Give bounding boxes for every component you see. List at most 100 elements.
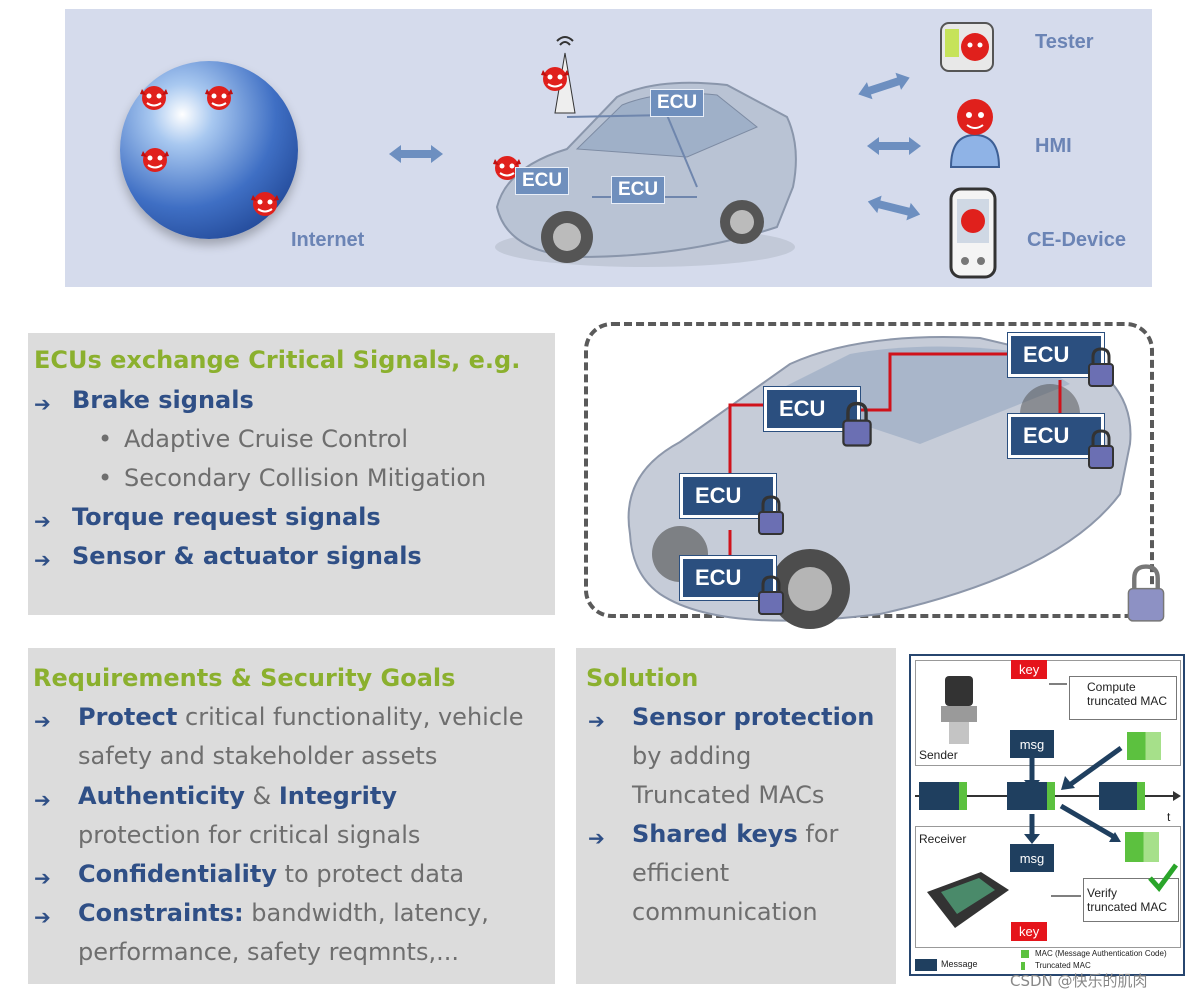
shared-line-2: efficient [632, 859, 730, 887]
ecu-label: ECU [515, 167, 570, 195]
threat-banner: Internet ECU ECU ECU Tester HMI CE-Devic… [65, 9, 1152, 287]
devil-icon [141, 148, 169, 172]
tester-device-icon [940, 22, 994, 72]
integrity-keyword: Integrity [278, 782, 397, 810]
devil-icon [493, 156, 521, 180]
protect-keyword: Protect [78, 703, 178, 731]
watermark: CSDN @快乐的肌肉 [1010, 972, 1148, 990]
signals-title: ECUs exchange Critical Signals, e.g. [34, 346, 521, 374]
lock-icon [842, 401, 872, 447]
double-arrow-icon [867, 137, 921, 155]
protect-line-2: safety and stakeholder assets [78, 742, 438, 770]
hmi-person-icon [949, 99, 1001, 168]
devil-icon [541, 67, 569, 91]
devil-icon [140, 86, 168, 110]
shared-keys-line: Shared keys for [632, 820, 838, 848]
arrow-bullet-icon: ➔ [34, 392, 51, 416]
legend-trunc: Truncated MAC [1035, 961, 1091, 970]
adaptive-cruise-control: Adaptive Cruise Control [124, 425, 409, 453]
key-top: key [1011, 660, 1048, 679]
sub-bullet: • [98, 464, 113, 492]
sender-region [915, 660, 1181, 766]
verify-line-2: truncated MAC [1087, 900, 1168, 914]
constraints-text: bandwidth, latency, [251, 899, 489, 927]
shared-keys-text: for [805, 820, 839, 848]
authenticity-line-2: protection for critical signals [78, 821, 421, 849]
msg-bottom: msg [1010, 844, 1054, 872]
constraints-line-2: performance, safety reqmnts,... [78, 938, 459, 966]
ecu-label: ECU [650, 89, 705, 117]
ecu-board-image [927, 872, 1009, 928]
ecu-label: ECU [611, 176, 666, 204]
msg-top: msg [1010, 730, 1054, 758]
car-xray-image [627, 336, 1132, 629]
lock-icon [758, 495, 784, 535]
confidentiality-keyword: Confidentiality [78, 860, 277, 888]
mac-block-bottom [1125, 832, 1159, 862]
ce-device-icon [949, 187, 997, 279]
receiver-region [915, 826, 1181, 948]
arrow-bullet-icon: ➔ [588, 709, 605, 733]
arrow-bullet-icon: ➔ [34, 709, 51, 733]
arrow-bullet-icon: ➔ [588, 826, 605, 850]
verify-line-1: Verify [1087, 886, 1118, 900]
legend-message-swatch [915, 959, 937, 971]
compute-line-1: Compute [1087, 680, 1136, 694]
flow-arrows [1024, 683, 1123, 897]
lock-icon [1088, 347, 1114, 387]
key-bottom: key [1011, 922, 1048, 941]
signals-panel [28, 333, 555, 615]
shared-keys-keyword: Shared keys [632, 820, 798, 848]
legend-mac-swatch [1021, 950, 1029, 958]
sub-bullet: • [98, 425, 113, 453]
ecu-network-lines [728, 352, 1062, 560]
requirements-title: Requirements & Security Goals [33, 664, 456, 692]
checkmark-icon [1148, 863, 1179, 892]
secondary-collision-mitigation: Secondary Collision Mitigation [124, 464, 487, 492]
arrow-bullet-icon: ➔ [34, 905, 51, 929]
shared-line-3: communication [632, 898, 818, 926]
devil-icon [251, 192, 279, 216]
arrow-bullet-icon: ➔ [34, 788, 51, 812]
legend-trunc-swatch [1021, 962, 1025, 970]
sensor-line-3: Truncated MACs [632, 781, 825, 809]
arrow-bullet-icon: ➔ [34, 866, 51, 890]
double-arrow-icon [389, 145, 443, 163]
legend-mac: MAC (Message Authentication Code) [1035, 949, 1167, 958]
t-label: t [1167, 810, 1171, 824]
internet-label: Internet [291, 229, 365, 251]
protect-text: critical functionality, vehicle [185, 703, 524, 731]
legend-message: Message [941, 959, 978, 969]
authenticity-line: Authenticity & Integrity [78, 782, 397, 810]
mac-diagram: key Sender Compute truncated MAC msg t R… [909, 654, 1185, 976]
devil-icon [205, 86, 233, 110]
brake-signals: Brake signals [72, 386, 254, 414]
compute-box [1069, 676, 1177, 720]
constraints-line: Constraints: bandwidth, latency, [78, 899, 489, 927]
mac-block-top [1127, 732, 1161, 760]
hmi-label: HMI [1035, 135, 1072, 157]
car-image [495, 81, 797, 267]
double-arrow-icon [867, 195, 921, 221]
receiver-label: Receiver [919, 832, 967, 846]
sensor-actuator-signals: Sensor & actuator signals [72, 542, 422, 570]
constraints-keyword: Constraints: [78, 899, 244, 927]
sensor-image [941, 676, 977, 744]
sensor-protection: Sensor protection [632, 703, 875, 731]
big-lock-icon [1127, 564, 1165, 622]
sensor-line-2: by adding [632, 742, 752, 770]
authenticity-keyword: Authenticity [78, 782, 245, 810]
solution-title: Solution [586, 664, 699, 692]
confidentiality-line: Confidentiality to protect data [78, 860, 464, 888]
requirements-panel [28, 648, 555, 984]
lock-icon [1088, 429, 1114, 469]
double-arrow-icon [858, 72, 910, 100]
tester-label: Tester [1035, 31, 1094, 53]
arrow-bullet-icon: ➔ [34, 548, 51, 572]
lock-icon [758, 575, 784, 615]
sender-label: Sender [919, 748, 958, 762]
ce-device-label: CE-Device [1027, 229, 1126, 251]
protect-line: Protect critical functionality, vehicle [78, 703, 523, 731]
ampersand: & [252, 782, 272, 810]
arrow-bullet-icon: ➔ [34, 509, 51, 533]
